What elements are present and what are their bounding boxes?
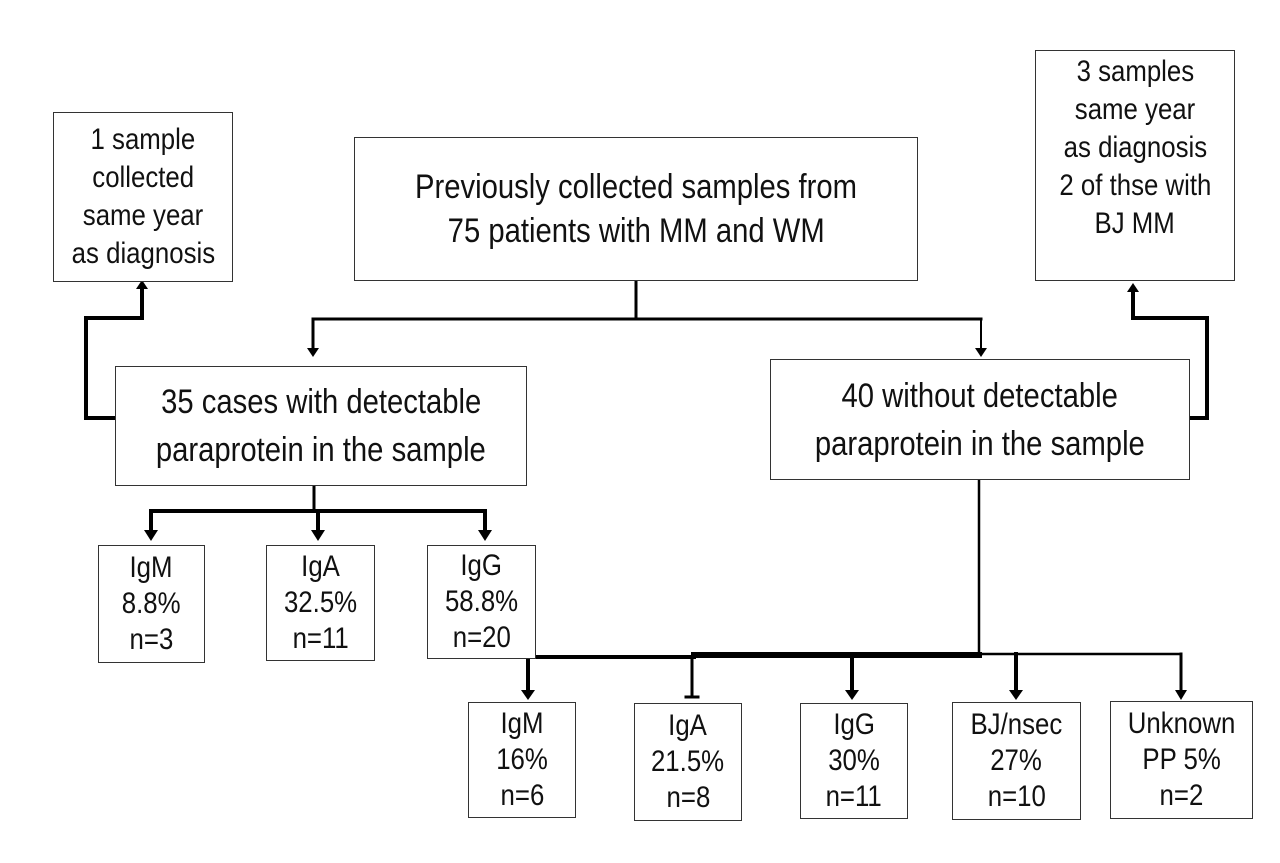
note-left-line-1: 1 sample xyxy=(90,123,196,156)
note-right-line-3: as diagnosis xyxy=(1063,131,1207,164)
subtype-count: n=11 xyxy=(292,622,349,655)
subtype-percent: 21.5% xyxy=(651,745,725,778)
root-line-2: 75 patients with MM and WM xyxy=(447,212,825,250)
subtype-count: n=8 xyxy=(666,781,710,814)
arrowhead-icon xyxy=(478,530,492,541)
subtype-count: n=10 xyxy=(987,780,1046,813)
detectable-box: 35 cases with detectable paraprotein in … xyxy=(115,366,527,486)
all-subtype-igm: IgM 16% n=6 xyxy=(468,702,576,818)
subtype-count: n=20 xyxy=(452,621,511,654)
det-subtype-igg: IgG 58.8% n=20 xyxy=(427,545,536,659)
arrowhead-icon xyxy=(1009,690,1023,700)
subtype-percent: 16% xyxy=(496,743,548,776)
undetectable-box: 40 without detectable paraprotein in the… xyxy=(770,359,1190,480)
note-right-line-1: 3 samples xyxy=(1076,55,1194,88)
subtype-type: IgM xyxy=(129,551,173,584)
detectable-line-2: paraprotein in the sample xyxy=(156,431,486,469)
detectable-line-1: 35 cases with detectable xyxy=(160,383,482,421)
all-subtype-iga: IgA 21.5% n=8 xyxy=(634,703,742,821)
connector-to-note-left xyxy=(84,285,144,420)
subtype-count: n=11 xyxy=(825,780,883,813)
subtype-count: n=2 xyxy=(1159,779,1204,812)
subtype-type: IgA xyxy=(668,709,708,742)
arrowhead-icon xyxy=(144,530,158,541)
subtype-percent: 8.8% xyxy=(122,587,181,620)
arrowhead-icon xyxy=(521,690,535,700)
root-box: Previously collected samples from 75 pat… xyxy=(354,137,918,281)
arrowhead-icon xyxy=(845,690,859,700)
arrowhead-icon xyxy=(311,530,325,541)
note-left-box: 1 sample collected same year as diagnosi… xyxy=(53,112,233,282)
arrowhead-icon xyxy=(1175,690,1187,700)
all-subtype-igg: IgG 30% n=11 xyxy=(800,703,908,819)
arrowhead-icon xyxy=(307,348,319,357)
subtype-percent: 58.8% xyxy=(444,585,519,618)
note-right-line-4: 2 of thse with xyxy=(1058,169,1212,202)
all-subtype-bj: BJ/nsec 27% n=10 xyxy=(952,702,1081,820)
subtype-count: n=3 xyxy=(129,623,174,656)
subtype-type: IgG xyxy=(460,549,503,582)
subtype-percent: 30% xyxy=(828,744,880,777)
note-left-line-4: as diagnosis xyxy=(71,237,215,270)
arrowhead-icon xyxy=(136,280,148,289)
det-subtype-igm: IgM 8.8% n=3 xyxy=(98,545,205,663)
undetectable-line-1: 40 without detectable xyxy=(841,376,1119,415)
root-line-1: Previously collected samples from xyxy=(414,168,858,206)
subtype-percent: 27% xyxy=(990,744,1043,777)
subtype-type: IgA xyxy=(301,550,340,583)
subtype-type: IgM xyxy=(500,707,544,740)
subtype-type: IgG xyxy=(833,708,875,741)
subtype-percent: 32.5% xyxy=(283,586,358,619)
subtype-percent: PP 5% xyxy=(1142,743,1221,776)
note-right-line-2: same year xyxy=(1074,93,1196,126)
undetectable-line-2: paraprotein in the sample xyxy=(815,424,1145,463)
subtype-type: Unknown xyxy=(1127,707,1236,740)
connector-to-note-right xyxy=(1131,288,1209,420)
subtype-type: BJ/nsec xyxy=(970,708,1063,741)
arrowhead-icon xyxy=(1127,283,1139,292)
subtype-count: n=6 xyxy=(500,779,544,812)
note-left-line-3: same year xyxy=(82,199,204,232)
note-left-line-2: collected xyxy=(92,161,194,194)
arrowhead-icon xyxy=(975,348,987,357)
note-right-line-5: BJ MM xyxy=(1094,207,1176,240)
det-subtype-iga: IgA 32.5% n=11 xyxy=(266,545,375,661)
note-right-box: 3 samples same year as diagnosis 2 of th… xyxy=(1035,50,1235,281)
all-subtype-unknown: Unknown PP 5% n=2 xyxy=(1110,701,1253,819)
